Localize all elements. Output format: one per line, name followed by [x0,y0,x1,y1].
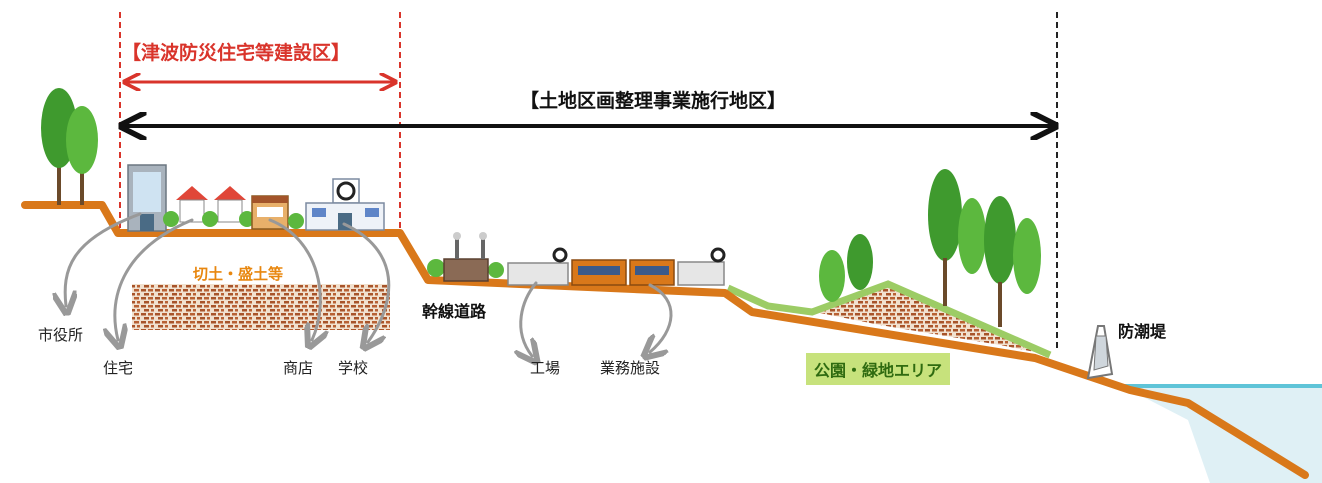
factory-icon [443,232,489,282]
arrow-business [650,283,673,352]
shop-label: 商店 [283,359,314,377]
arrow-factory [521,281,536,356]
park-green-slope [726,280,1052,359]
park-trees-icon [819,169,1041,327]
arrow-school [342,222,391,342]
shop-icon [251,195,304,230]
house-icon [163,186,255,227]
arrow-shop [268,218,320,340]
housing-label: 住宅 [103,359,134,377]
city-hall-label: 市役所 [38,326,84,344]
seawall-label: 防潮堤 [1118,322,1167,341]
construction-zone-title: 【津波防災住宅等建設区】 [122,42,351,64]
school-icon [305,178,385,231]
pointer-arrows [65,212,673,356]
business-label: 業務施設 [600,359,661,377]
ground-line [21,201,1309,479]
factory-label: 工場 [530,359,561,377]
park-embankment [815,286,1050,355]
city-hall-icon [127,164,167,232]
readjustment-zone-title: 【土地区画整理事業施行地区】 [520,90,787,112]
trees-left-icon [41,88,98,205]
cut-fill-area [132,284,390,330]
trunk-road-label: 幹線道路 [422,302,487,321]
arrow-city-hall [65,212,142,306]
school-label: 学校 [338,359,369,377]
trees-small-icon [427,259,504,278]
park-area-badge: 公園・緑地エリア [806,353,951,385]
seawall-icon [1086,325,1114,380]
cut-fill-label: 切土・盛土等 [193,265,284,283]
arrow-housing [115,218,194,340]
business-facility-icon [507,247,726,286]
